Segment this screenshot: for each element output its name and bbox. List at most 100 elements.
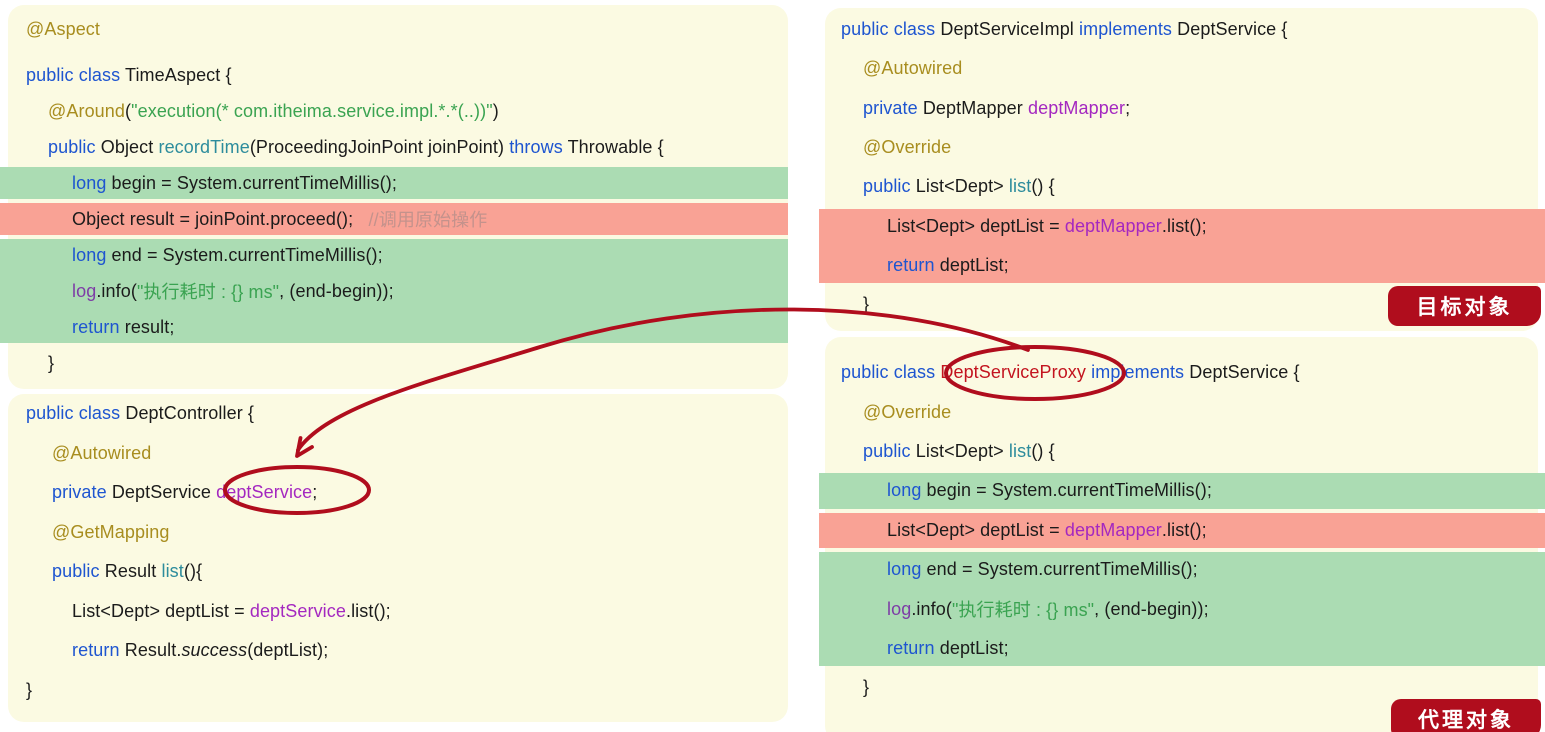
code-line: @Override [825,128,1538,167]
code-line: @Around("execution(* com.itheima.service… [8,93,788,129]
code-token: DeptService { [1184,362,1300,383]
code-token: } [863,677,870,698]
code-token: end = System.currentTimeMillis(); [921,559,1198,580]
code-token: Object result = joinPoint.proceed(); [72,208,369,229]
highlight-red-block [0,203,788,235]
code-token: deptService [216,482,313,503]
code-token: begin = System.currentTimeMillis(); [106,172,397,193]
code-token: Result. [119,640,182,661]
code-token: result; [119,316,175,337]
code-token: public class [26,403,121,424]
code-line: log.info("执行耗时 : {} ms", (end-begin)); [8,273,788,309]
highlight-red-block [819,208,1545,284]
code-token: @Aspect [26,18,101,39]
code-line: @Aspect [8,11,788,47]
code-token: ) [492,100,499,121]
code-line: private DeptService deptService; [8,473,788,513]
code-line: public Result list(){ [8,552,788,592]
code-token: (ProceedingJoinPoint joinPoint) [249,136,510,157]
code-token: } [26,679,33,700]
code-line: public class TimeAspect { [8,57,788,93]
code-token: return [72,316,120,337]
code-token: recordTime [158,136,250,157]
code-line: return deptList; [825,629,1538,668]
code-token: DeptMapper [917,97,1028,118]
code-token: begin = System.currentTimeMillis(); [921,480,1212,501]
code-token: DeptService [106,482,217,503]
code-token: list [161,561,184,582]
code-token: public [48,136,96,157]
code-line: @Autowired [825,49,1538,88]
code-line: @GetMapping [8,513,788,553]
code-token: throws [509,136,563,157]
code-token: implements [1091,362,1185,383]
code-token: deptList; [934,637,1009,658]
code-token: @Override [863,401,952,422]
code-token: @Around [48,100,126,121]
code-line: Object result = joinPoint.proceed(); //调… [8,201,788,237]
code-token: @Override [863,137,952,158]
code-token: success [181,640,248,661]
code-token: ; [1125,97,1131,118]
code-panel-dept-service-impl: 目标对象 public class DeptServiceImpl implem… [819,8,1545,331]
code-token: list [1008,176,1032,197]
code-line: } [8,671,788,711]
code-token: , (end-begin)); [279,280,394,301]
code-token: @Autowired [863,58,963,79]
code-token: long [72,172,107,193]
code-line: long end = System.currentTimeMillis(); [825,550,1538,589]
code-line: long begin = System.currentTimeMillis(); [825,471,1538,510]
code-token: long [72,244,107,265]
code-token: deptList; [934,254,1009,275]
code-token: private [52,482,107,503]
code-line: List<Dept> deptList = deptService.list()… [8,592,788,632]
code-token: } [48,352,55,373]
code-token: Result [99,561,162,582]
code-token: DeptServiceProxy [940,362,1087,383]
code-token: .list(); [345,600,391,621]
code-token: "执行耗时 : {} ms" [951,600,1095,621]
code-line: return result; [8,309,788,345]
code-line: private DeptMapper deptMapper; [825,89,1538,128]
code-token: public [52,561,100,582]
code-token: long [887,559,922,580]
code-token: private [863,97,918,118]
code-line: return deptList; [825,246,1538,285]
code-token: "execution(* com.itheima.service.impl.*.… [131,100,493,121]
code-token: //调用原始操作 [368,210,488,230]
code-token: DeptController { [120,403,255,424]
code-token: @Autowired [52,442,152,463]
code-line: } [825,285,1538,324]
code-token: public class [841,19,936,40]
code-token: Throwable { [562,136,664,157]
code-token: return [887,254,935,275]
code-token: return [72,640,120,661]
highlight-green-block [0,167,788,199]
code-token: ; [312,482,318,503]
code-token: public class [841,362,936,383]
code-token: public [863,440,911,461]
code-token: deptService [249,600,346,621]
code-line: public class DeptServiceImpl implements … [825,10,1538,49]
code-token: deptMapper [1064,215,1162,236]
code-line: List<Dept> deptList = deptMapper.list(); [825,206,1538,245]
code-line: return Result.success(deptList); [8,631,788,671]
code-token: .info( [96,280,137,301]
code-token: List<Dept> [910,440,1009,461]
code-token: end = System.currentTimeMillis(); [106,244,383,265]
code-token: public [863,176,911,197]
code-token: public class [26,64,121,85]
code-token: () { [1031,176,1055,197]
code-line: log.info("执行耗时 : {} ms", (end-begin)); [825,589,1538,628]
code-token: (){ [183,561,203,582]
code-line: public class DeptServiceProxy implements… [825,353,1538,392]
code-panel-dept-controller: public class DeptController { @Autowired p… [8,394,788,722]
code-token: TimeAspect { [120,64,232,85]
code-token: () { [1031,440,1055,461]
code-token: Object [95,136,159,157]
code-line: @Override [825,392,1538,431]
code-token: implements [1079,19,1173,40]
code-token: .list(); [1161,519,1207,540]
code-token: "执行耗时 : {} ms" [136,282,280,302]
